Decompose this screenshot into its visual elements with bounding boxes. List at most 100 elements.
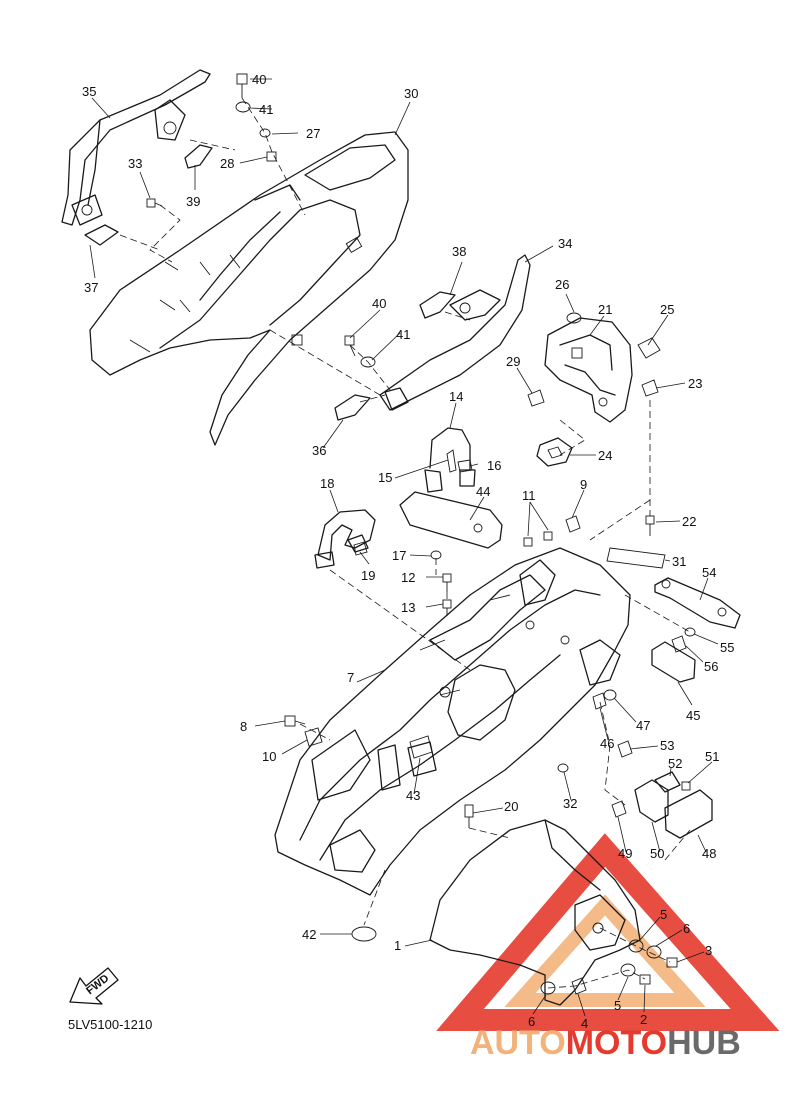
part-31-label [606, 547, 666, 569]
callout-25: 25 [660, 302, 674, 317]
callout-8: 8 [240, 719, 247, 734]
assembly-lines [119, 97, 691, 989]
callout-41-upper: 41 [259, 102, 273, 117]
callout-35: 35 [82, 84, 96, 99]
part-6-damper-upper [646, 945, 662, 959]
part-1-mudguard [429, 819, 641, 1006]
part-47-washer [603, 689, 617, 701]
callout-29: 29 [506, 354, 520, 369]
part-42-grommet [351, 926, 377, 942]
leader-lines [89, 78, 719, 1017]
fwd-arrow-icon: FWD [69, 967, 119, 1005]
part-32-rivet [557, 763, 569, 773]
part-46-nut [592, 692, 607, 710]
part-25-clip [637, 337, 661, 359]
part-5-collar-lower [620, 963, 636, 977]
part-34-grab-bar [379, 254, 531, 411]
part-26-grommet [566, 312, 582, 324]
part-30-seat-cowl [89, 131, 409, 446]
callout-46: 46 [600, 736, 614, 751]
callout-30: 30 [404, 86, 418, 101]
callout-labels: 35 40 41 27 28 30 33 39 37 38 34 26 21 2… [82, 72, 734, 1031]
part-15-clip [446, 449, 457, 473]
part-4-nut [571, 977, 587, 995]
callout-18: 18 [320, 476, 334, 491]
part-12-screw [442, 573, 452, 592]
part-9-nut [565, 515, 581, 533]
callout-15: 15 [378, 470, 392, 485]
part-45-reflector [651, 641, 696, 683]
callout-2: 2 [640, 1012, 647, 1027]
callout-11: 11 [522, 488, 536, 503]
part-37-pad [84, 224, 119, 246]
callout-19: 19 [361, 568, 375, 583]
part-21-latch-bracket [544, 317, 633, 423]
part-40-bolt-lower [344, 335, 356, 357]
part-48-reflector [664, 789, 713, 839]
part-51-screw [681, 781, 691, 791]
part-8-bolt [284, 715, 306, 727]
part-27-washer [259, 128, 271, 138]
callout-22: 22 [682, 514, 696, 529]
part-6-damper-lower [540, 981, 556, 995]
callout-38: 38 [452, 244, 466, 259]
part-53-nut [617, 740, 633, 758]
callout-5-lower: 5 [614, 998, 621, 1013]
callout-6-lower: 6 [528, 1014, 535, 1029]
callout-36: 36 [312, 443, 326, 458]
callout-40-upper: 40 [252, 72, 266, 87]
callout-55: 55 [720, 640, 734, 655]
watermark-triangle [436, 833, 780, 1031]
callout-32: 32 [563, 796, 577, 811]
part-49-collar [611, 800, 627, 818]
callout-10: 10 [262, 749, 276, 764]
part-29-nut [527, 389, 545, 407]
callout-17: 17 [392, 548, 406, 563]
callout-1: 1 [394, 938, 401, 953]
part-2-bolt [639, 974, 651, 985]
callout-12: 12 [401, 570, 415, 585]
part-55-washer [684, 627, 696, 637]
part-24-grommet [536, 437, 573, 467]
part-35-grab-bar [61, 69, 211, 226]
callout-6-upper: 6 [683, 921, 690, 936]
callout-37: 37 [84, 280, 98, 295]
callout-42: 42 [302, 927, 316, 942]
callout-31: 31 [672, 554, 686, 569]
diagram-code: 5LV5100-1210 [68, 1017, 152, 1032]
callout-47: 47 [636, 718, 650, 733]
part-39-pad [184, 144, 213, 169]
part-23-clip [641, 379, 659, 397]
callout-23: 23 [688, 376, 702, 391]
callout-16: 16 [487, 458, 501, 473]
part-3-bolt [666, 957, 678, 968]
callout-33: 33 [128, 156, 142, 171]
part-41-washer-lower [360, 356, 376, 368]
part-19-nut [353, 541, 368, 556]
part-7-inner-fender [274, 547, 631, 896]
callout-40-lower: 40 [372, 296, 386, 311]
part-5-collar-upper [628, 939, 644, 953]
callout-7: 7 [347, 670, 354, 685]
callout-45: 45 [686, 708, 700, 723]
part-11-screws [523, 531, 553, 547]
part-28-nut [266, 151, 277, 162]
callout-9: 9 [580, 477, 587, 492]
callout-28: 28 [220, 156, 234, 171]
part-56-nut [671, 635, 687, 653]
callout-52: 52 [668, 756, 682, 771]
part-52-bracket [654, 771, 681, 793]
part-10-clip [304, 727, 323, 747]
part-54-bracket [654, 577, 741, 629]
callout-48: 48 [702, 846, 716, 861]
part-13-rivet [442, 599, 452, 616]
part-33-screw [146, 198, 163, 208]
part-38-pad [419, 291, 456, 319]
watermark-logo: AUTOMOTOHUB [470, 1024, 741, 1062]
callout-41-lower: 41 [396, 327, 410, 342]
callout-39: 39 [186, 194, 200, 209]
part-41-washer-upper [235, 101, 251, 113]
callout-49: 49 [618, 846, 632, 861]
callout-56: 56 [704, 659, 718, 674]
